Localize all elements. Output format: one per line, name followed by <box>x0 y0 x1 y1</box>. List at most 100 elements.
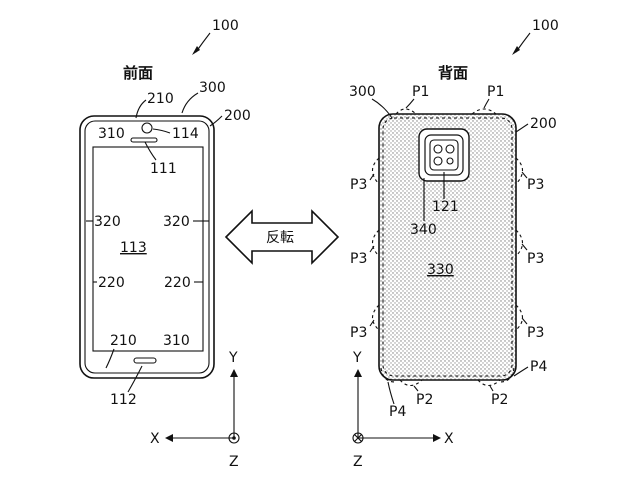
back-ref-arrow <box>512 46 520 55</box>
leader-back-300 <box>371 98 393 119</box>
leader-p1-left <box>405 98 415 109</box>
p3-right-3-region <box>515 304 524 331</box>
p3-left-1-region <box>371 157 380 185</box>
leader-p1-right <box>483 98 490 109</box>
back-label-p4-left: P4 <box>389 404 406 420</box>
front-view: 100 前面 210 300 200 310 114 111 320 320 1… <box>79 18 251 470</box>
front-label-111: 111 <box>150 161 177 177</box>
back-camera-lens-plate <box>429 139 459 171</box>
front-axis-x-label: X <box>150 431 160 447</box>
front-label-310-top: 310 <box>98 126 125 142</box>
back-label-300: 300 <box>349 84 376 100</box>
p4-left-region <box>380 367 396 383</box>
back-camera-lens-2 <box>445 144 455 154</box>
back-label-p3-r2: P3 <box>527 251 544 267</box>
p1-right-region <box>471 108 497 115</box>
front-label-220-left: 220 <box>98 275 125 291</box>
leader-p3-l3 <box>369 319 375 327</box>
back-label-p3-l3: P3 <box>350 325 367 341</box>
front-label-112: 112 <box>110 392 137 408</box>
back-label-340: 340 <box>410 222 437 238</box>
p3-left-2-region <box>371 229 380 257</box>
back-axis-x-label: X <box>444 431 454 447</box>
leader-210-top <box>135 99 147 119</box>
front-camera <box>141 122 153 134</box>
back-label-121: 121 <box>432 199 459 215</box>
back-heading: 背面 <box>438 64 468 82</box>
back-phone-body <box>378 113 517 381</box>
leader-p4-left <box>387 381 395 405</box>
front-ref-label: 100 <box>212 18 239 34</box>
back-view: 100 背面 300 P1 P1 <box>349 18 559 470</box>
leader-111 <box>144 141 157 161</box>
back-axis-z-label: Z <box>353 454 363 470</box>
leader-p3-l2 <box>369 245 375 253</box>
p2-left-region <box>399 379 423 387</box>
back-label-p3-r3: P3 <box>527 325 544 341</box>
front-label-113: 113 <box>120 240 147 256</box>
back-label-330: 330 <box>427 262 454 278</box>
front-axis-z-circle <box>228 432 240 444</box>
back-label-p4-right: P4 <box>530 359 547 375</box>
front-label-210-top: 210 <box>147 91 174 107</box>
leader-p2-left <box>413 385 419 392</box>
back-label-p3-l2: P3 <box>350 251 367 267</box>
back-label-p1-right: P1 <box>487 84 504 100</box>
leader-p3-r1 <box>521 171 528 179</box>
leader-112 <box>127 365 143 393</box>
front-label-200: 200 <box>224 108 251 124</box>
front-axis-z-dot <box>232 436 236 440</box>
flip-label: 反転 <box>266 230 294 246</box>
front-axis-z-label: Z <box>229 454 239 470</box>
front-label-320-right: 320 <box>163 214 190 230</box>
leader-p3-r3 <box>521 317 528 325</box>
leader-300 <box>181 92 199 114</box>
back-label-p3-r1: P3 <box>527 177 544 193</box>
back-label-p1-left: P1 <box>412 84 429 100</box>
front-axis-y-label: Y <box>228 350 238 366</box>
front-heading: 前面 <box>123 64 153 82</box>
p3-right-2-region <box>515 229 524 257</box>
leader-210-bottom <box>105 348 115 369</box>
back-axis-z-cross <box>354 434 362 442</box>
leader-p3-l1 <box>369 173 375 181</box>
leader-back-200 <box>515 123 529 133</box>
front-home-button <box>133 357 157 364</box>
back-label-p2-left: P2 <box>416 392 433 408</box>
p1-left-region <box>395 108 417 115</box>
front-label-300: 300 <box>199 80 226 96</box>
front-label-220-right: 220 <box>164 275 191 291</box>
back-camera-lens-4 <box>446 157 454 165</box>
back-label-p3-l1: P3 <box>350 177 367 193</box>
leader-200 <box>209 115 223 127</box>
leader-p3-r2 <box>521 243 528 251</box>
front-phone-outer <box>79 115 215 379</box>
front-earpiece <box>130 137 158 143</box>
front-label-310-bottom: 310 <box>163 333 190 349</box>
front-ref-arrow <box>192 46 200 55</box>
leader-p4-right <box>513 366 529 377</box>
p2-right-region <box>477 379 501 387</box>
flip-arrow: 反転 <box>224 209 340 265</box>
back-label-p2-right: P2 <box>491 392 508 408</box>
back-axis-z-circle <box>352 432 364 444</box>
back-ref-label: 100 <box>532 18 559 34</box>
flip-double-arrow <box>224 209 340 265</box>
p3-left-3-region <box>371 304 380 331</box>
p4-right-region <box>499 367 515 383</box>
leader-114 <box>152 128 171 134</box>
front-label-114: 114 <box>172 126 199 142</box>
back-phone-dashed-edge <box>382 117 513 377</box>
front-label-320-left: 320 <box>94 214 121 230</box>
back-camera-lens-3 <box>433 156 443 166</box>
front-phone-bezel <box>84 120 210 374</box>
front-axes: Y X Z <box>150 350 240 470</box>
p3-right-1-region <box>515 157 524 185</box>
back-axis-y-label: Y <box>352 350 362 366</box>
front-display <box>92 146 204 352</box>
back-label-200: 200 <box>530 116 557 132</box>
leader-p2-right <box>489 385 494 392</box>
back-camera-lens-1 <box>433 144 443 154</box>
